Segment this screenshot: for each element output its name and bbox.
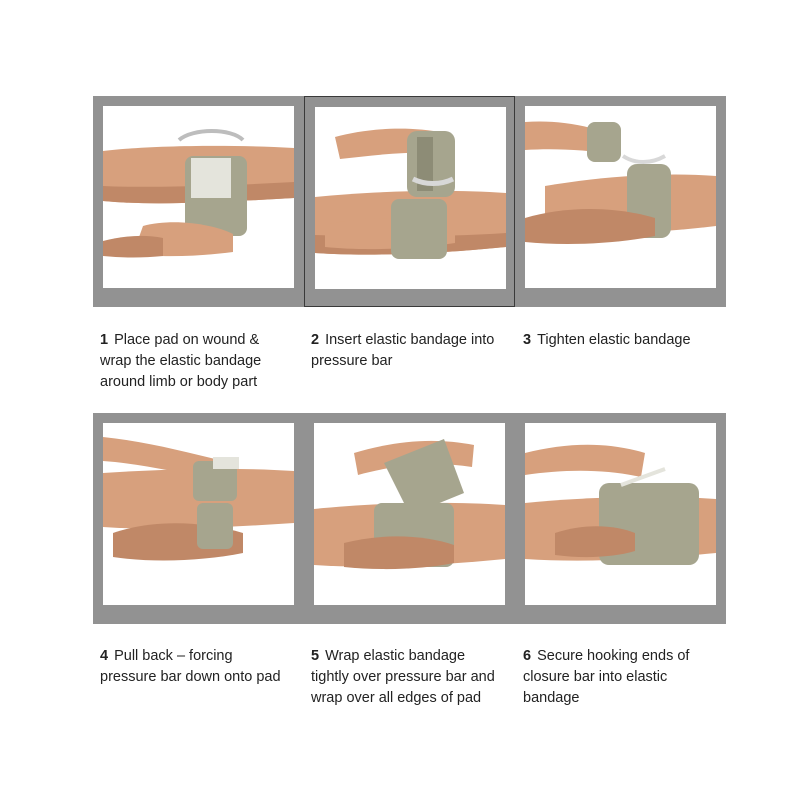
step-1-illustration — [103, 129, 294, 258]
step-1-line-1: Place pad on wound & — [114, 332, 260, 348]
step-5-illustration — [314, 439, 505, 570]
step-3-photo — [525, 106, 716, 288]
step-1-photo-frame — [93, 96, 304, 307]
step-2-photo — [315, 107, 506, 289]
step-3-line-1: Tighten elastic bandage — [537, 332, 691, 348]
step-5-number: 5 — [311, 648, 320, 664]
step-2-illustration — [315, 128, 506, 259]
step-6-caption: 6 Secure hooking ends of closure bar into… — [523, 646, 728, 709]
step-5-caption: 5 Wrap elastic bandage tightly over press… — [311, 646, 516, 709]
step-6-illustration — [525, 444, 716, 565]
step-4-photo-frame — [93, 413, 304, 624]
step-4-caption: 4 Pull back – forcing pressure bar down o… — [100, 646, 305, 688]
step-2-line-1: Insert elastic bandage into — [325, 332, 495, 348]
step-1-photo — [103, 106, 294, 288]
step-6-photo-frame — [515, 413, 726, 624]
step-1-line-2: wrap the elastic bandage — [100, 353, 262, 369]
step-2-line-2: pressure bar — [311, 353, 393, 369]
step-5-photo — [314, 423, 505, 605]
step-6-photo — [525, 423, 716, 605]
step-1-caption: 1 Place pad on wound & wrap the elastic b… — [100, 330, 305, 393]
step-2-caption: 2 Insert elastic bandage into pressure ba… — [311, 330, 516, 372]
step-4-line-1: Pull back – forcing — [114, 648, 233, 664]
step-2-photo-frame — [304, 96, 515, 307]
step-3-photo-frame — [515, 96, 726, 307]
step-5-photo-frame — [304, 413, 515, 624]
step-5-line-1: Wrap elastic bandage — [325, 648, 466, 664]
step-6-line-1: Secure hooking ends of — [537, 648, 690, 664]
step-2-number: 2 — [311, 332, 320, 348]
step-3-caption: 3 Tighten elastic bandage — [523, 330, 728, 351]
step-5-line-2: tightly over pressure bar and — [311, 669, 495, 685]
step-1-number: 1 — [100, 332, 109, 348]
step-6-line-3: bandage — [523, 690, 580, 706]
step-4-photo — [103, 423, 294, 605]
step-3-illustration — [525, 121, 716, 244]
step-3-number: 3 — [523, 332, 532, 348]
step-4-line-2: pressure bar down onto pad — [100, 669, 281, 685]
step-5-line-3: wrap over all edges of pad — [311, 690, 482, 706]
step-1-line-3: around limb or body part — [100, 374, 258, 390]
step-4-illustration — [103, 437, 294, 561]
step-6-number: 6 — [523, 648, 532, 664]
step-4-number: 4 — [100, 648, 109, 664]
step-6-line-2: closure bar into elastic — [523, 669, 668, 685]
